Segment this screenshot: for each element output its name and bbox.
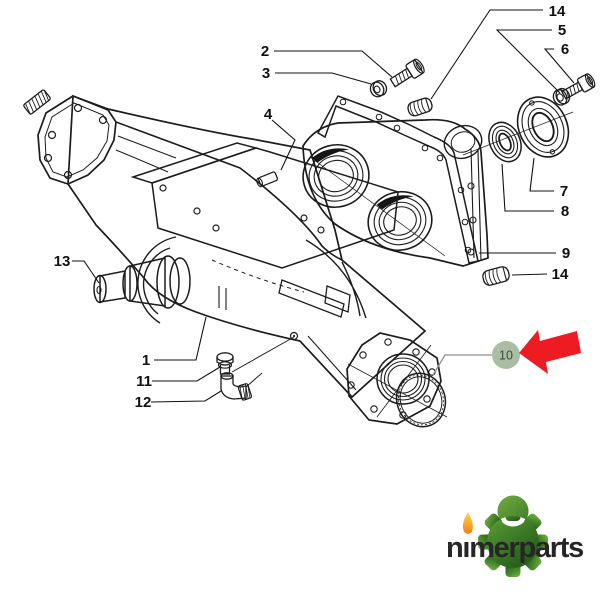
axle-housing-part-1 xyxy=(67,94,427,399)
callout-label-3: 3 xyxy=(262,65,270,82)
retainer-part-7 xyxy=(516,96,570,158)
leader-6 xyxy=(543,48,575,84)
housing-arm-rib xyxy=(278,279,351,341)
carrier-housing-part-9 xyxy=(302,118,489,267)
highlight-part-10: 10 xyxy=(432,330,581,376)
callout-label-14a: 14 xyxy=(549,3,566,20)
callout-label-12: 12 xyxy=(135,394,152,411)
plug-part-14-bottom xyxy=(482,266,510,286)
leader-4 xyxy=(271,119,296,171)
shaft-part-13 xyxy=(93,236,191,324)
flame-icon xyxy=(462,512,473,534)
leader-3 xyxy=(275,72,372,85)
logo-wordmark: nımerparts xyxy=(446,532,583,564)
callout-label-8: 8 xyxy=(561,203,569,220)
hatched-plug xyxy=(23,89,51,115)
plug-part-14-top xyxy=(407,97,433,117)
callout-label-14b: 14 xyxy=(552,266,569,283)
breather-part-11 xyxy=(216,352,234,375)
flange-centerlines xyxy=(347,344,448,418)
leader-2 xyxy=(274,50,393,78)
seal-part-8 xyxy=(488,121,522,163)
housing-left-flange xyxy=(37,95,117,185)
o-ring-part-10 xyxy=(395,372,447,428)
callout-label-6: 6 xyxy=(561,41,569,58)
leader-5 xyxy=(495,29,561,94)
carrier-lower-bore xyxy=(367,190,433,252)
housing-top-bracket xyxy=(130,142,399,269)
brand-logo: nımerparts xyxy=(446,495,584,577)
leader-13 xyxy=(72,260,100,284)
highlighted-callout-label-10: 10 xyxy=(499,349,513,363)
leader-8 xyxy=(501,163,554,212)
leader-lines xyxy=(72,9,575,403)
callout-label-7: 7 xyxy=(560,183,568,200)
leader-1 xyxy=(154,316,207,361)
washer-part-5 xyxy=(552,87,571,106)
callout-label-13: 13 xyxy=(54,253,71,270)
leader-14a xyxy=(430,9,543,100)
highlight-circle xyxy=(492,341,520,369)
leader-7 xyxy=(529,157,554,192)
washer-part-3 xyxy=(369,80,388,98)
elbow-fitting-part-12 xyxy=(220,372,253,401)
leader-11 xyxy=(152,366,221,382)
callout-label-2: 2 xyxy=(261,43,269,60)
callout-label-4: 4 xyxy=(264,106,273,123)
bolt-part-2 xyxy=(389,58,425,88)
leader-14b xyxy=(511,273,548,276)
housing-bowl-hump xyxy=(305,239,367,319)
bolt-part-6 xyxy=(560,73,596,100)
callout-label-1: 1 xyxy=(142,352,150,369)
leader-10 xyxy=(432,354,492,376)
callout-label-11: 11 xyxy=(136,373,152,390)
highlight-arrow-icon xyxy=(519,330,581,374)
leader-12 xyxy=(150,390,222,403)
callout-label-5: 5 xyxy=(558,22,566,39)
carrier-upper-bore xyxy=(302,144,370,208)
gear-icon xyxy=(478,495,548,577)
pin-part-4 xyxy=(256,171,279,188)
gasket xyxy=(316,95,479,264)
fitting-connector-line xyxy=(231,336,295,388)
callout-label-9: 9 xyxy=(562,245,570,262)
